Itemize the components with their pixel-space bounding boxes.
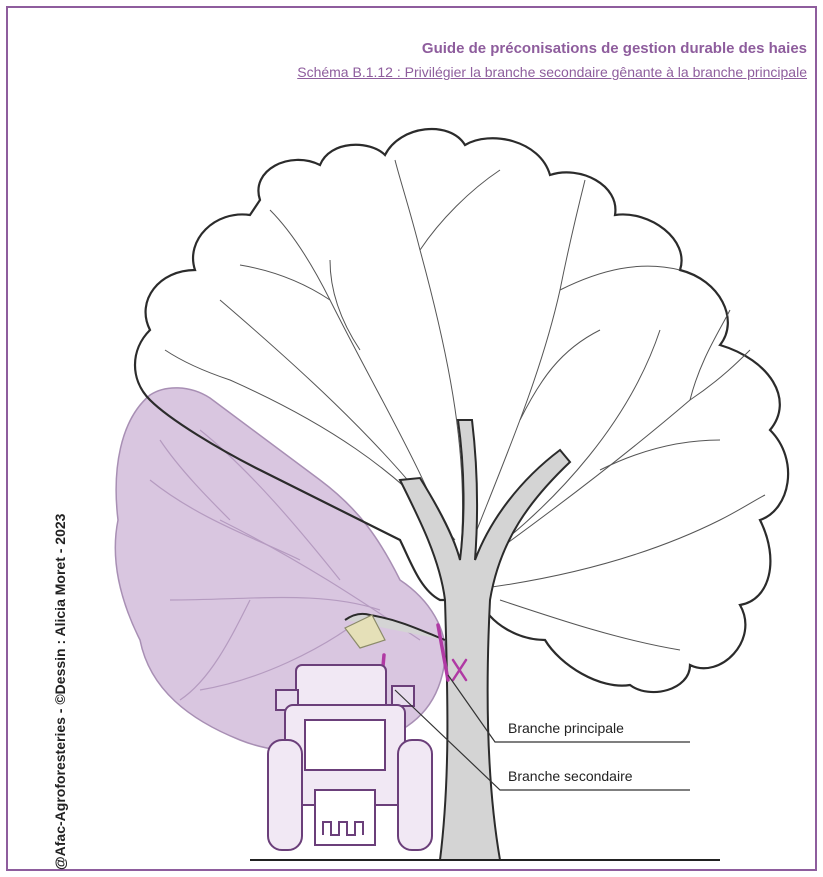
tractor-illustration (268, 665, 432, 850)
label-main-branch: Branche principale (508, 720, 624, 736)
credit-wrapper: @Afac-Agroforesteries - ©Dessin : Alicia… (0, 0, 100, 877)
credit-text: @Afac-Agroforesteries - ©Dessin : Alicia… (52, 270, 68, 870)
label-secondary-branch: Branche secondaire (508, 768, 633, 784)
